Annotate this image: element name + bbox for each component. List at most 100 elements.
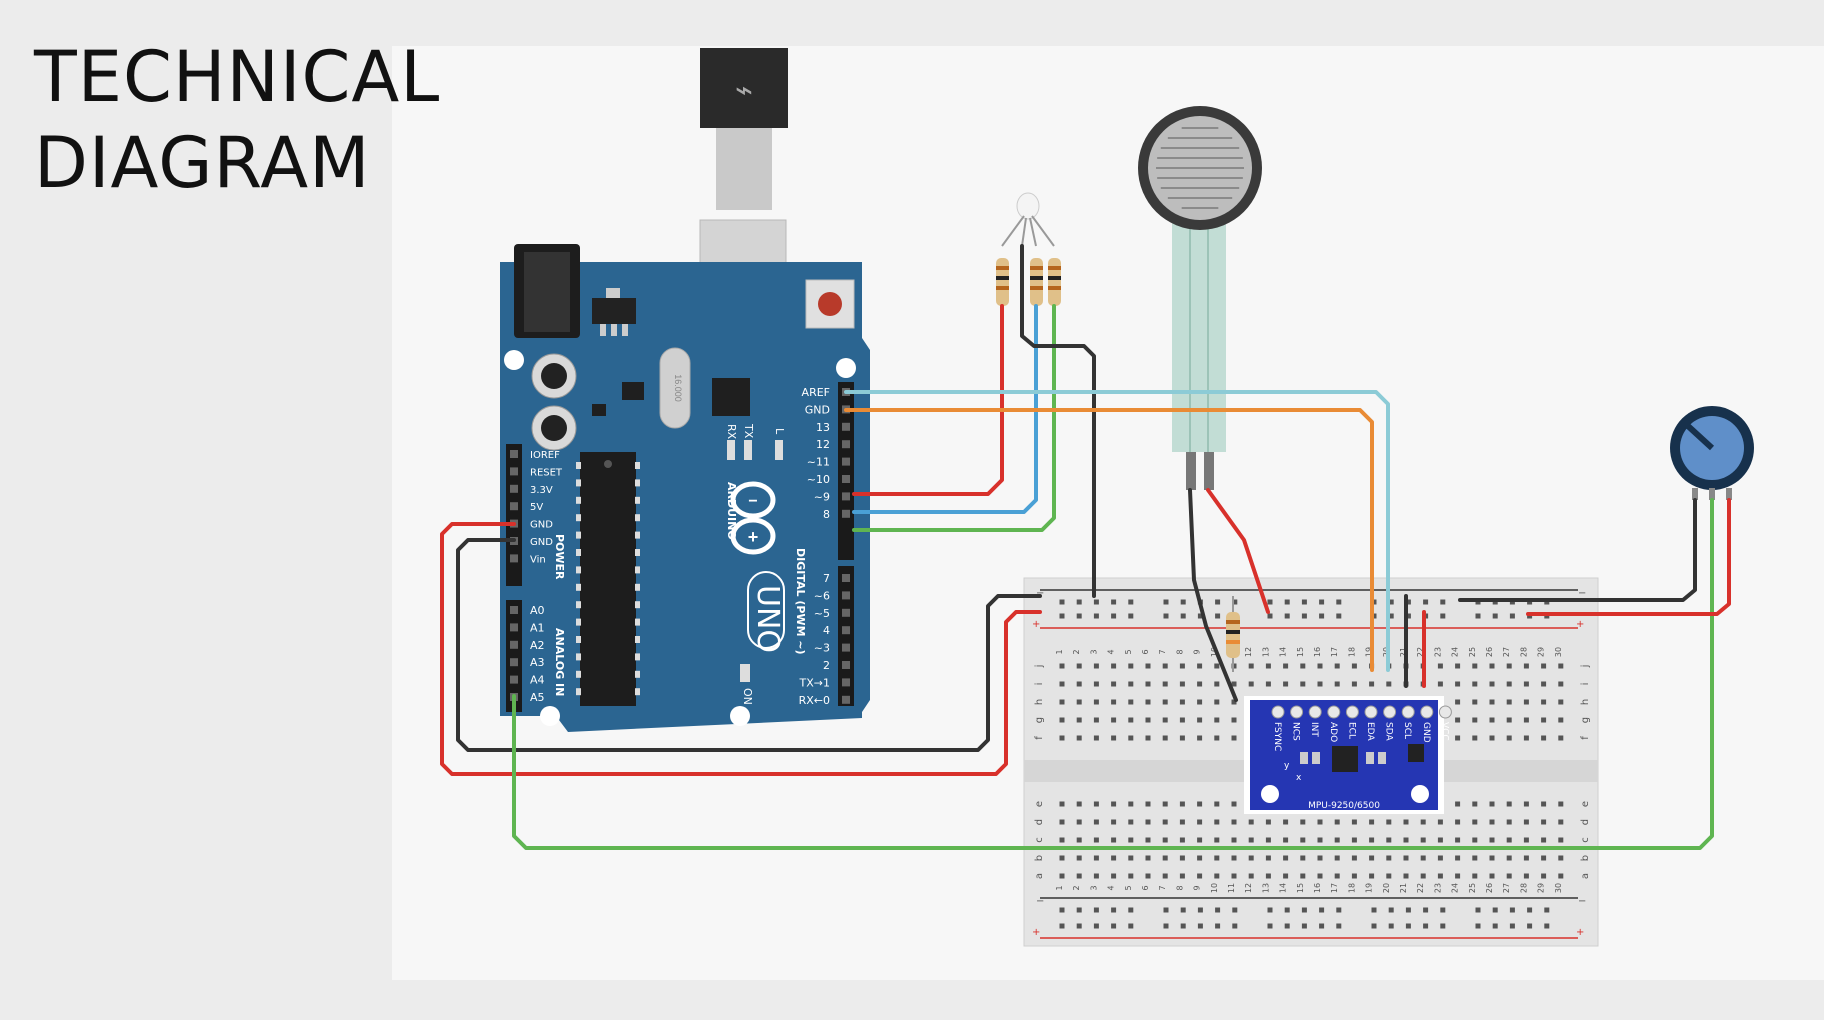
breadboard-hole[interactable] [1093, 681, 1099, 687]
breadboard-hole[interactable] [1472, 735, 1478, 741]
rail-hole[interactable] [1319, 923, 1325, 929]
rail-hole[interactable] [1284, 907, 1290, 913]
breadboard-hole[interactable] [1111, 801, 1117, 807]
breadboard-hole[interactable] [1523, 681, 1529, 687]
breadboard-hole[interactable] [1351, 663, 1357, 669]
breadboard-hole[interactable] [1558, 735, 1564, 741]
breadboard-hole[interactable] [1179, 735, 1185, 741]
breadboard-hole[interactable] [1093, 735, 1099, 741]
breadboard-hole[interactable] [1403, 855, 1409, 861]
header-pin[interactable] [842, 695, 850, 704]
breadboard-hole[interactable] [1265, 855, 1271, 861]
breadboard-hole[interactable] [1265, 663, 1271, 669]
rail-hole[interactable] [1388, 907, 1394, 913]
breadboard-hole[interactable] [1214, 801, 1220, 807]
rail-hole[interactable] [1423, 599, 1429, 605]
mpu-pin[interactable] [1401, 705, 1415, 719]
mpu-pin[interactable] [1290, 705, 1304, 719]
breadboard-hole[interactable] [1541, 837, 1547, 843]
breadboard-hole[interactable] [1455, 681, 1461, 687]
breadboard-hole[interactable] [1489, 801, 1495, 807]
rail-hole[interactable] [1371, 907, 1377, 913]
breadboard-hole[interactable] [1179, 801, 1185, 807]
breadboard-hole[interactable] [1093, 873, 1099, 879]
breadboard-hole[interactable] [1386, 681, 1392, 687]
breadboard-hole[interactable] [1541, 735, 1547, 741]
rail-hole[interactable] [1301, 923, 1307, 929]
rail-hole[interactable] [1475, 923, 1481, 929]
breadboard-hole[interactable] [1145, 873, 1151, 879]
breadboard-hole[interactable] [1489, 717, 1495, 723]
breadboard-hole[interactable] [1076, 855, 1082, 861]
rail-hole[interactable] [1336, 613, 1342, 619]
breadboard-hole[interactable] [1162, 855, 1168, 861]
breadboard-hole[interactable] [1455, 735, 1461, 741]
header-pin[interactable] [510, 658, 518, 667]
breadboard-hole[interactable] [1162, 819, 1168, 825]
breadboard-hole[interactable] [1455, 873, 1461, 879]
header-pin[interactable] [842, 678, 850, 687]
breadboard-hole[interactable] [1162, 699, 1168, 705]
rail-hole[interactable] [1475, 907, 1481, 913]
rail-hole[interactable] [1215, 923, 1221, 929]
breadboard-hole[interactable] [1214, 855, 1220, 861]
rail-hole[interactable] [1093, 613, 1099, 619]
breadboard-hole[interactable] [1076, 837, 1082, 843]
breadboard-hole[interactable] [1059, 855, 1065, 861]
breadboard-hole[interactable] [1489, 699, 1495, 705]
rail-hole[interactable] [1180, 613, 1186, 619]
breadboard-hole[interactable] [1265, 819, 1271, 825]
breadboard-hole[interactable] [1128, 717, 1134, 723]
breadboard-hole[interactable] [1558, 855, 1564, 861]
breadboard-hole[interactable] [1455, 663, 1461, 669]
breadboard-hole[interactable] [1472, 873, 1478, 879]
breadboard-hole[interactable] [1351, 855, 1357, 861]
breadboard-hole[interactable] [1214, 663, 1220, 669]
breadboard-hole[interactable] [1128, 699, 1134, 705]
rail-hole[interactable] [1492, 907, 1498, 913]
breadboard-hole[interactable] [1231, 735, 1237, 741]
header-pin[interactable] [842, 643, 850, 652]
breadboard-hole[interactable] [1231, 699, 1237, 705]
rail-hole[interactable] [1093, 599, 1099, 605]
breadboard-hole[interactable] [1162, 801, 1168, 807]
rail-hole[interactable] [1319, 907, 1325, 913]
breadboard-hole[interactable] [1179, 717, 1185, 723]
breadboard-hole[interactable] [1283, 681, 1289, 687]
rail-hole[interactable] [1336, 599, 1342, 605]
breadboard-hole[interactable] [1128, 837, 1134, 843]
breadboard-hole[interactable] [1437, 837, 1443, 843]
header-pin[interactable] [842, 608, 850, 617]
header-pin[interactable] [842, 661, 850, 669]
breadboard-hole[interactable] [1128, 801, 1134, 807]
breadboard-hole[interactable] [1059, 819, 1065, 825]
rail-hole[interactable] [1405, 907, 1411, 913]
breadboard-hole[interactable] [1111, 735, 1117, 741]
mpu-pin[interactable] [1345, 705, 1359, 719]
breadboard-hole[interactable] [1111, 819, 1117, 825]
breadboard-hole[interactable] [1437, 681, 1443, 687]
breadboard-hole[interactable] [1351, 873, 1357, 879]
breadboard-hole[interactable] [1472, 801, 1478, 807]
breadboard-hole[interactable] [1145, 717, 1151, 723]
breadboard-hole[interactable] [1472, 681, 1478, 687]
rail-hole[interactable] [1336, 907, 1342, 913]
breadboard-hole[interactable] [1369, 819, 1375, 825]
breadboard-hole[interactable] [1128, 819, 1134, 825]
breadboard-hole[interactable] [1214, 699, 1220, 705]
breadboard-hole[interactable] [1334, 663, 1340, 669]
rail-hole[interactable] [1059, 907, 1065, 913]
breadboard-hole[interactable] [1541, 717, 1547, 723]
breadboard-hole[interactable] [1541, 873, 1547, 879]
breadboard-hole[interactable] [1437, 873, 1443, 879]
breadboard-hole[interactable] [1506, 837, 1512, 843]
breadboard-hole[interactable] [1386, 855, 1392, 861]
breadboard-hole[interactable] [1197, 801, 1203, 807]
breadboard-hole[interactable] [1248, 681, 1254, 687]
rail-hole[interactable] [1093, 907, 1099, 913]
breadboard-hole[interactable] [1111, 699, 1117, 705]
rail-hole[interactable] [1319, 613, 1325, 619]
rail-hole[interactable] [1267, 923, 1273, 929]
breadboard-hole[interactable] [1197, 873, 1203, 879]
breadboard-hole[interactable] [1300, 855, 1306, 861]
